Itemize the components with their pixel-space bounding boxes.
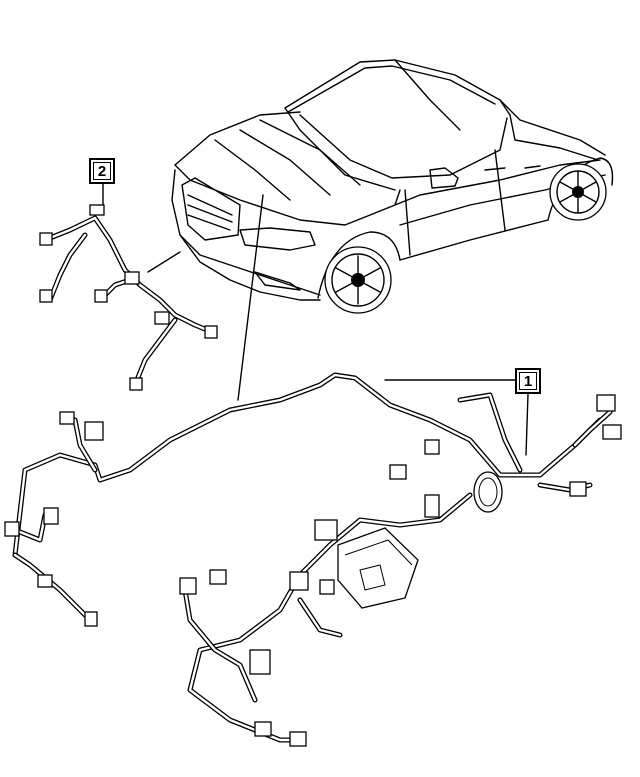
- callout-1-label: 1: [523, 372, 533, 390]
- leader-2-to-car: [147, 251, 181, 273]
- main-harness: [4, 372, 622, 747]
- callout-2-label: 2: [97, 162, 107, 180]
- callout-2: 2: [89, 158, 115, 184]
- leader-1-vertical: [525, 393, 529, 456]
- car-illustration: [171, 59, 614, 314]
- callout-2-frame: [93, 162, 111, 180]
- callout-1: 1: [515, 368, 541, 394]
- headlamp-harness: [39, 204, 218, 391]
- leader-lines: [102, 183, 529, 456]
- leader-1-to-car: [237, 194, 264, 401]
- callout-1-frame: [519, 372, 537, 390]
- junction-box: [337, 527, 419, 609]
